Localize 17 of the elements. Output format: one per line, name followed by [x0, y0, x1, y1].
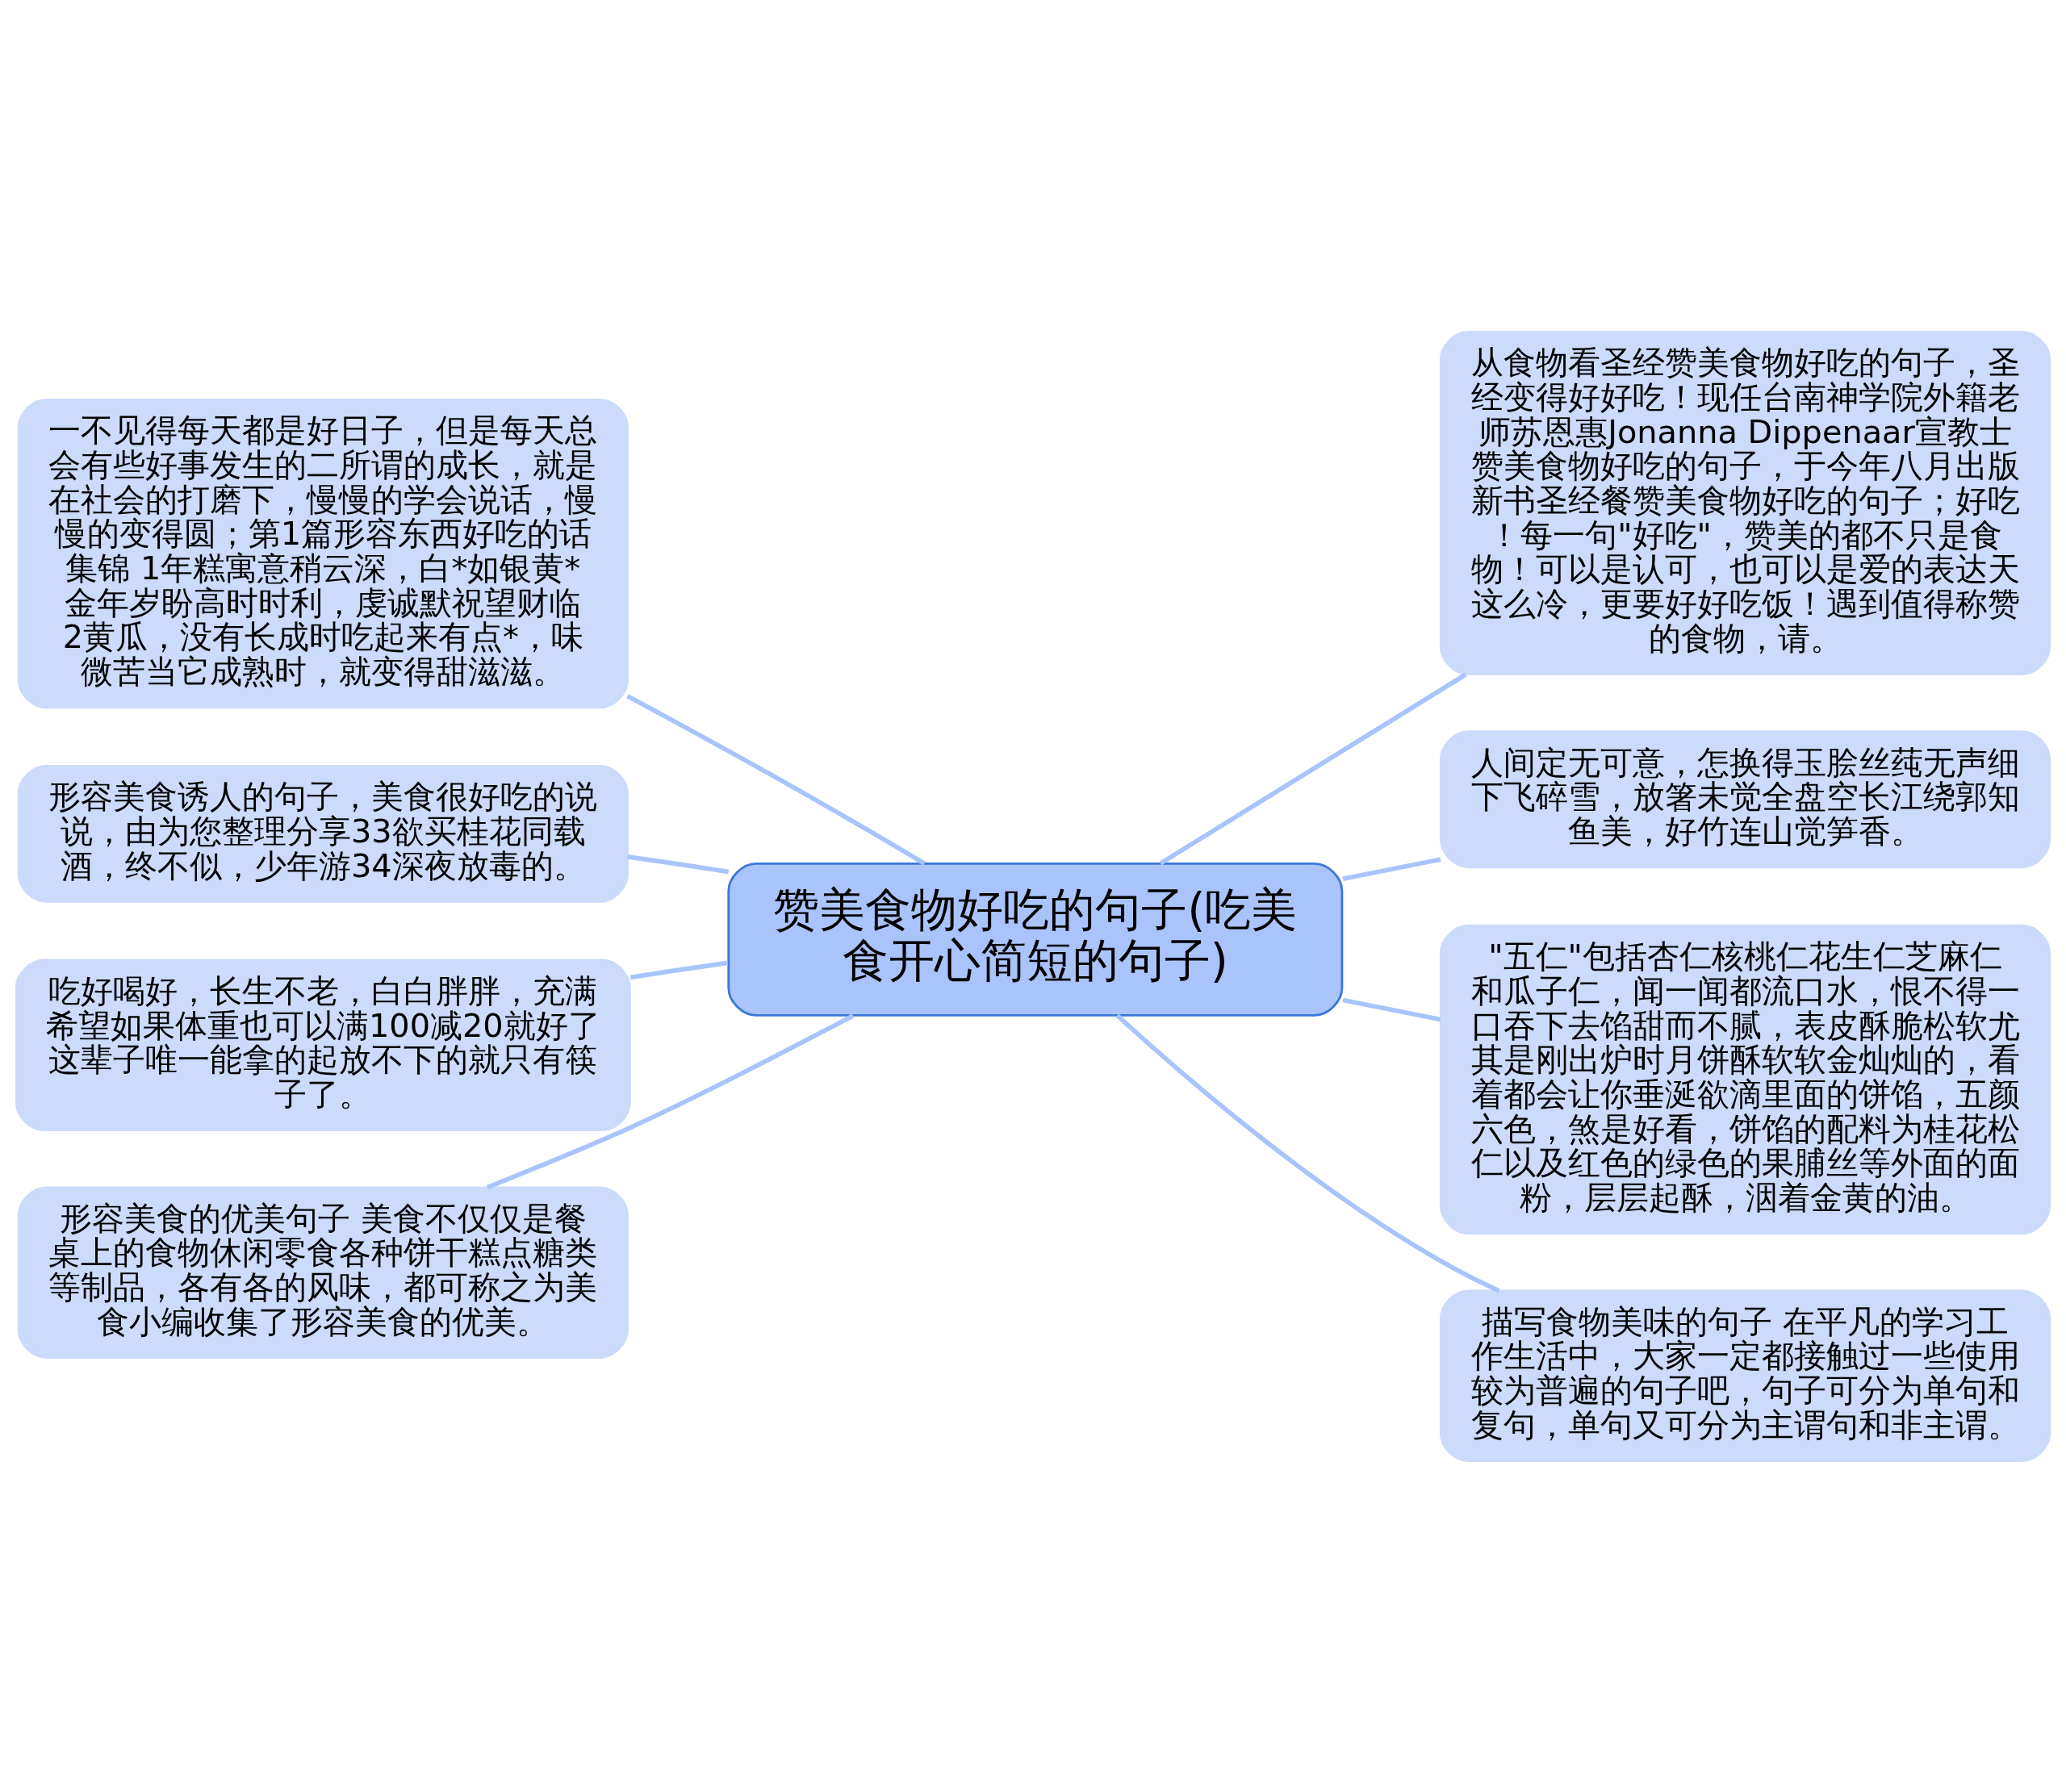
node-box: 人间定无可意，怎换得玉脍丝莼无声细下飞碎雪，放箸未觉全盘空长江绕郭知鱼美，好竹连山觉笋香。 — [1439, 729, 2051, 868]
connector — [1115, 1013, 1500, 1293]
node-box: 赞美食物好吃的句子(吃美食开心简短的句子) — [727, 862, 1344, 1017]
node-box: 吃好喝好，长生不老，白白胖胖，充满希望如果体重也可以满100减20就好了这辈子唯一能拿的起放不下的就只有筷子了。 — [15, 959, 631, 1131]
node-box: 形容美食诱人的句子，美食很好吃的说说，由为您整理分享33欲买桂花同载酒，终不似，少年游34深夜放毒的。 — [17, 764, 629, 903]
connector — [626, 693, 926, 866]
connector — [1342, 856, 1441, 881]
node-box: 从食物看圣经赞美食物好吃的句子，圣经变得好好吃！现任台南神学院外籍老师苏恩惠Jonanna Dippenaar宣教士赞美食物好吃的句子，于今年八月出版新书圣经餐赞美食物好吃的句子；好吃！每一句"好吃"，赞美的都不只是食物！可以是认可，也可以是爱的表达天这么冷，更要好好吃饭！遇到值得称赞的食物，请。 — [1439, 330, 2051, 675]
connector — [627, 854, 730, 874]
connector — [1159, 672, 1467, 866]
node-box: 形容美食的优美句子 美食不仅仅是餐桌上的食物休闲零食各种饼干糕点糖类等制品，各有各的风味，都可称之为美食小编收集了形容美食的优美。 — [17, 1185, 629, 1359]
connector — [629, 960, 729, 980]
node-box: "五仁"包括杏仁核桃仁花生仁芝麻仁和瓜子仁，闻一闻都流口水，恨不得一口吞下去馅甜而不腻，表皮酥脆松软尤其是刚出炉时月饼酥软软金灿灿的，看着都会让你垂涎欲滴里面的饼馅，五颜六色，煞是好看，饼馅的配料为桂花松仁以及红色的绿色的果脯丝等外面的面粉，层层起酥，洇着金黄的油。 — [1439, 924, 2051, 1234]
node-box: 描写食物美味的句子 在平凡的学习工作生活中，大家一定都接触过一些使用较为普遍的句子吧，句子可分为单句和复句，单句又可分为主谓句和非主谓。 — [1439, 1289, 2051, 1462]
node-box: 一不见得每天都是好日子，但是每天总会有些好事发生的二所谓的成长，就是在社会的打磨下，慢慢的学会说话，慢慢的变得圆；第1篇形容东西好吃的话集锦 1年糕寓意稍云深，白*如银黄*金年岁盼高时时利，虔诚默祝望财临 2黄瓜，没有长成时吃起来有点*，味微苦当它成熟时，就变得甜滋滋。 — [17, 398, 629, 708]
connector — [1342, 997, 1441, 1021]
connector — [486, 1013, 855, 1189]
